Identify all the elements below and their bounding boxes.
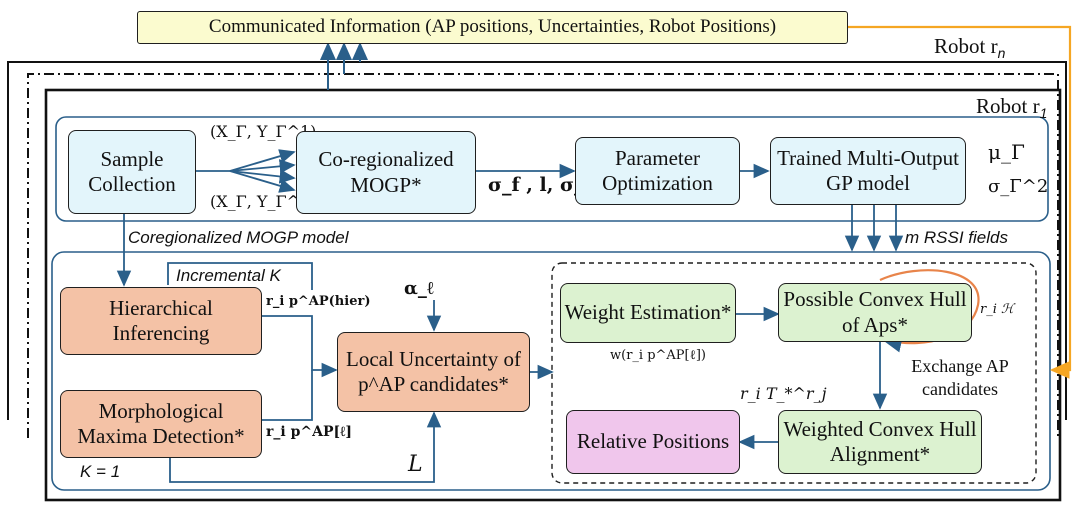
m-rssi-fields-label: m RSSI fields	[905, 228, 1008, 247]
parameter-optimization-label: Parameter Optimization	[602, 145, 713, 195]
trained-gp-label: Trained Multi-Output GP model	[777, 145, 959, 195]
hierarchical-inferencing-label: Hierarchical Inferencing	[109, 295, 213, 345]
coregionalized-model-label: Coregionalized MOGP model	[128, 228, 349, 247]
input-label-top: (X_Γ, Y_Γ^1)	[210, 122, 317, 141]
coregionalized-mogp-label: Co-regionalized MOGP*	[318, 147, 454, 197]
sigma-label: σ_Γ^2	[988, 176, 1049, 197]
p-ell-label: r_i p^AP[ℓ]	[266, 424, 352, 440]
trained-gp-box: Trained Multi-Output GP model	[770, 137, 966, 205]
exchange-ap-text: Exchange AP candidates	[911, 356, 1009, 399]
exchange-ap-label: Exchange AP candidates	[900, 355, 1020, 400]
input-label-bottom: (X_Γ, Y_Γ^m)	[210, 192, 322, 211]
robot-1-frame	[44, 88, 1062, 502]
transform-label: r_i T_*^r_j	[740, 384, 827, 403]
k-equals-one-label: K = 1	[80, 462, 121, 481]
morphological-maxima-label: Morphological Maxima Detection*	[77, 398, 245, 448]
weighted-convex-hull-label: Weighted Convex Hull Alignment*	[783, 416, 977, 466]
possible-convex-hull-label: Possible Convex Hull of Aps*	[783, 287, 967, 337]
communicated-info-box: Communicated Information (AP positions, …	[137, 11, 848, 44]
p-hier-label: r_i p^AP(hier)	[266, 294, 371, 309]
relative-positions-label: Relative Positions	[576, 429, 730, 454]
sample-collection-box: Sample Collection	[68, 130, 196, 214]
communicated-info-label: Communicated Information (AP positions, …	[208, 16, 777, 38]
possible-convex-hull-box: Possible Convex Hull of Aps*	[778, 283, 972, 342]
incremental-k-label: Incremental K	[176, 266, 281, 285]
mogp-section-frame	[55, 116, 1049, 222]
local-uncertainty-box: Local Uncertainty of p^AP candidates*	[337, 332, 530, 412]
mu-label: μ_Γ	[988, 140, 1025, 164]
robot-mid-frame	[27, 73, 1059, 438]
weight-estimation-box: Weight Estimation*	[560, 283, 736, 343]
L-label: L	[408, 452, 423, 477]
robot-n-frame	[7, 61, 1067, 420]
relative-positions-box: Relative Positions	[566, 410, 740, 474]
robot-n-subscript: n	[997, 45, 1006, 62]
hull-self-loop	[879, 269, 980, 353]
coregionalized-mogp-box: Co-regionalized MOGP*	[296, 131, 476, 214]
hierarchical-inferencing-box: Hierarchical Inferencing	[60, 287, 262, 355]
parameter-optimization-box: Parameter Optimization	[575, 137, 740, 205]
robot-1-subscript: 1	[1039, 105, 1048, 122]
weight-estimation-label: Weight Estimation*	[564, 300, 732, 325]
weight-function-label: w(r_i p^AP[ℓ])	[610, 348, 706, 363]
alpha-label: α_ℓ	[404, 278, 434, 299]
local-uncertainty-label-1: Local Uncertainty of	[346, 346, 521, 371]
robot-n-label: Robot rn	[934, 34, 1006, 62]
sample-collection-label: Sample Collection	[88, 146, 176, 196]
morphological-maxima-box: Morphological Maxima Detection*	[60, 390, 262, 458]
hyperparams-label: σ_f , l, σ_n	[488, 174, 598, 196]
weighted-convex-hull-box: Weighted Convex Hull Alignment*	[778, 410, 982, 474]
hull-set-label: r_i ℋ	[980, 302, 1014, 317]
robot-1-label: Robot r1	[976, 94, 1048, 122]
local-uncertainty-label-2: p^AP candidates*	[358, 372, 509, 396]
alignment-section-frame	[551, 262, 1037, 484]
